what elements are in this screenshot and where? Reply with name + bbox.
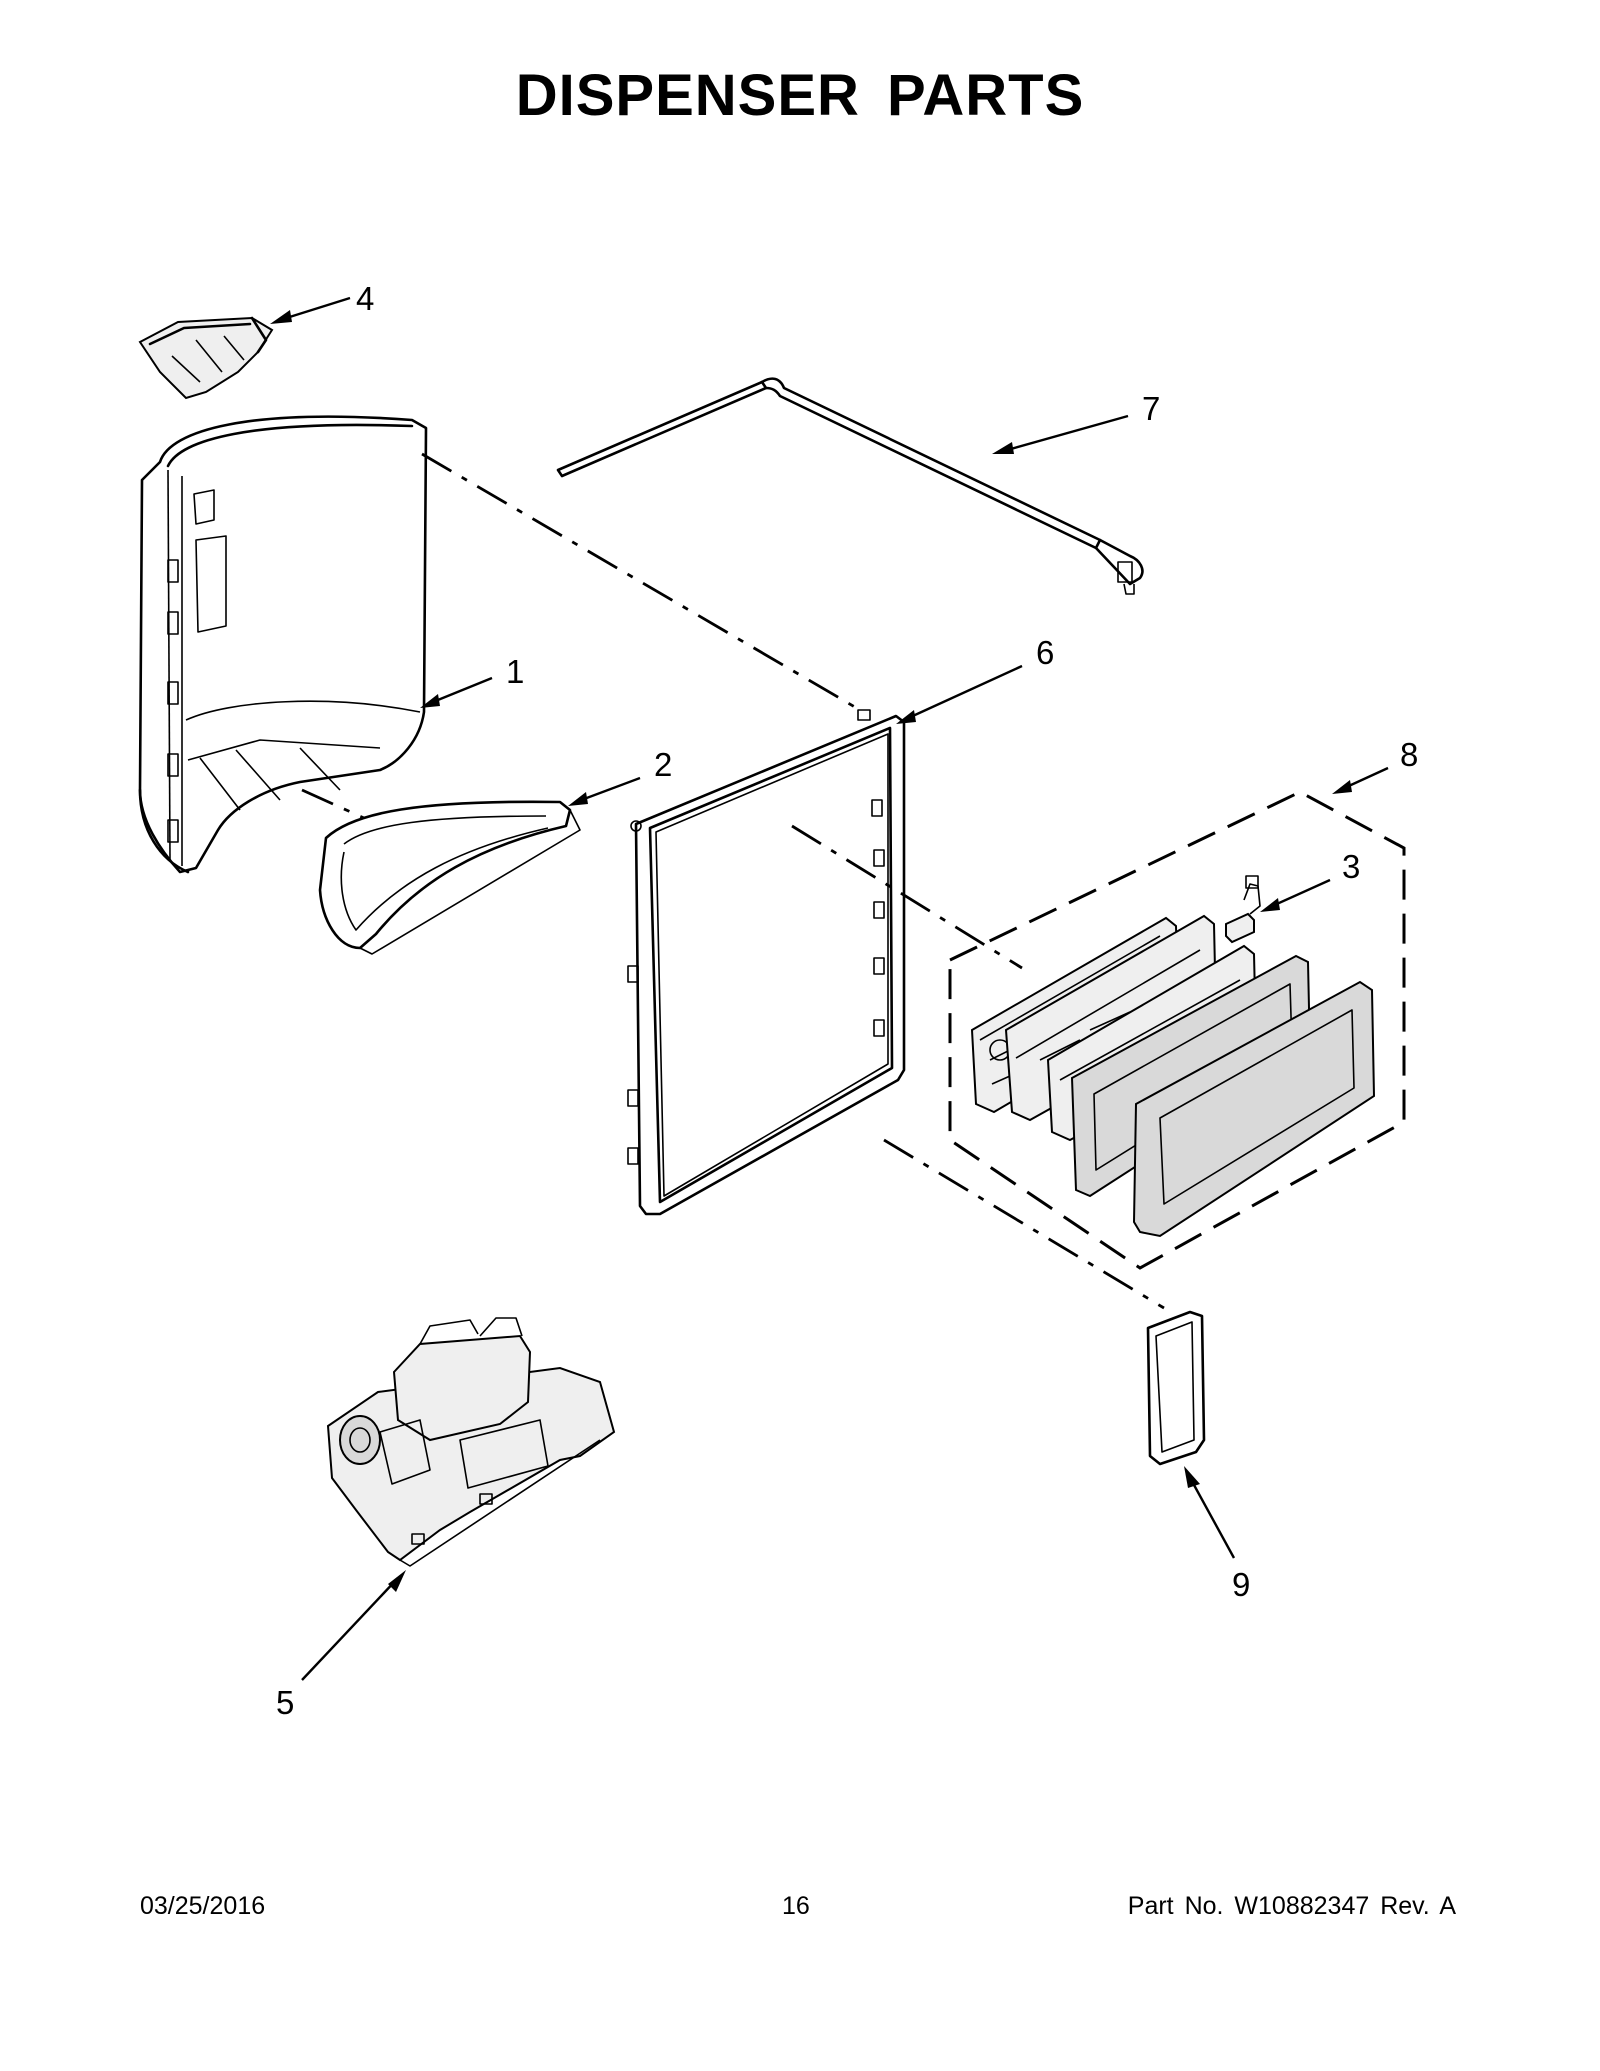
part-5-actuator [326, 1317, 616, 1567]
part-3-connector [1225, 875, 1261, 944]
footer-part-number: Part No. W10882347 Rev. A [1127, 1892, 1456, 1920]
alignment-line-housing-frame [421, 452, 861, 712]
footer-date: 03/25/2016 [140, 1892, 266, 1920]
part-1-housing [138, 415, 428, 874]
callout-3: 3 [1342, 848, 1360, 885]
part-8-control-assembly [970, 914, 1376, 1238]
callout-4: 4 [356, 280, 374, 317]
alignment-line-tray [301, 788, 365, 820]
page-title: DISPENSER PARTS [515, 63, 1085, 128]
callout-9: 9 [1232, 1566, 1250, 1603]
callout-2: 2 [654, 746, 672, 783]
leader-lines [270, 296, 1389, 1681]
callout-5: 5 [276, 1684, 294, 1721]
alignment-line-pad [883, 1138, 1165, 1310]
part-4-cup [138, 316, 274, 400]
callout-7: 7 [1142, 390, 1160, 427]
callout-6: 6 [1036, 634, 1054, 671]
alignment-line-frame-assembly [791, 824, 1023, 970]
callout-8: 8 [1400, 736, 1418, 773]
part-6-frame [627, 709, 906, 1216]
callout-1: 1 [506, 653, 524, 690]
part-7-water-tube [556, 377, 1144, 595]
part-2-drip-tray [318, 800, 581, 955]
footer-page-number: 16 [782, 1892, 810, 1920]
part-9-pad [1146, 1310, 1206, 1466]
